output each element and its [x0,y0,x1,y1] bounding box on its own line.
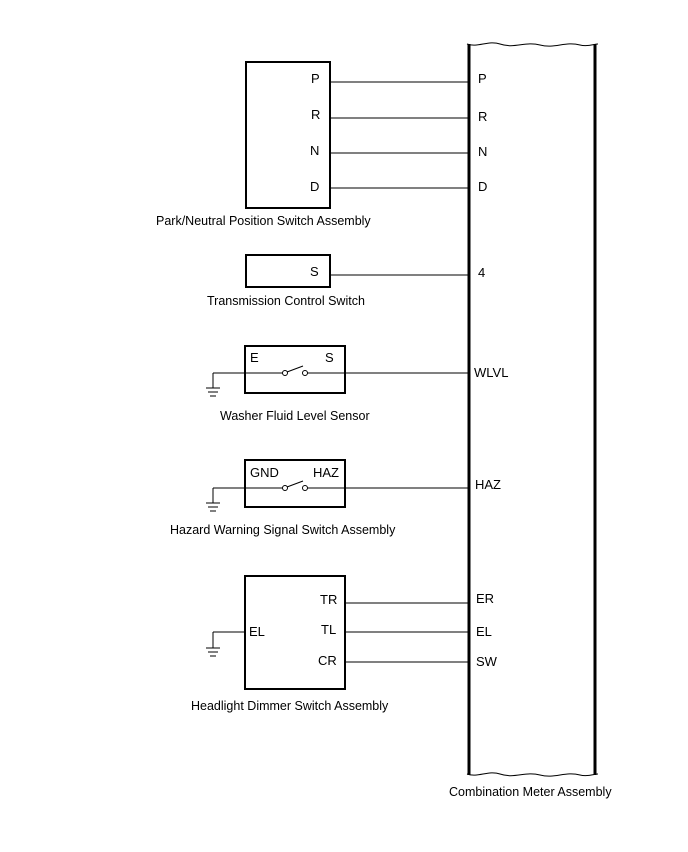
washer-fluid-caption: Washer Fluid Level Sensor [220,409,370,423]
tcs-pin-s: S [310,264,319,279]
wfl-pin-s: S [325,350,334,365]
hd-pin-el: EL [249,624,265,639]
headlight-dimmer-caption: Headlight Dimmer Switch Assembly [191,699,389,713]
meter-pin-wlvl: WLVL [474,365,508,380]
meter-pin-r: R [478,109,487,124]
meter-pin-n: N [478,144,487,159]
meter-pin-sw: SW [476,654,498,669]
meter-pin-4: 4 [478,265,485,280]
haz-pin-haz: HAZ [313,465,339,480]
meter-pin-er: ER [476,591,494,606]
hazard-switch-caption: Hazard Warning Signal Switch Assembly [170,523,396,537]
ground-icon [206,373,220,397]
pn-pin-r: R [311,107,320,122]
switch-contact-icon [282,370,288,376]
park-neutral-switch: P R N D Park/Neutral Position Switch Ass… [156,61,469,228]
ground-icon [206,488,220,512]
ground-icon [206,632,220,657]
headlight-dimmer-switch: EL TR TL CR Headlight Dimmer Switch Asse… [191,575,469,713]
hd-pin-cr: CR [318,653,337,668]
meter-pin-d: D [478,179,487,194]
transmission-control-caption: Transmission Control Switch [207,294,365,308]
hazard-warning-switch: GND HAZ Hazard Warning Signal Switch Ass… [170,459,469,537]
meter-pin-haz: HAZ [475,477,501,492]
wfl-pin-e: E [250,350,259,365]
meter-pin-el: EL [476,624,492,639]
meter-pin-p: P [478,71,487,86]
switch-contact-icon [302,370,308,376]
hd-pin-tr: TR [320,592,337,607]
haz-pin-gnd: GND [250,465,279,480]
switch-contact-icon [282,485,288,491]
switch-blade-icon [286,365,304,373]
pn-pin-n: N [310,143,319,158]
pn-pin-p: P [311,71,320,86]
washer-fluid-level-sensor: E S Washer Fluid Level Sensor [206,345,469,423]
combination-meter-caption: Combination Meter Assembly [449,785,612,799]
switch-contact-icon [302,485,308,491]
park-neutral-caption: Park/Neutral Position Switch Assembly [156,214,371,228]
combination-meter-assembly: Combination Meter Assembly [449,42,612,799]
hd-pin-tl: TL [321,622,336,637]
switch-blade-icon [286,480,304,488]
transmission-control-switch: S Transmission Control Switch [207,254,469,308]
pn-pin-d: D [310,179,319,194]
